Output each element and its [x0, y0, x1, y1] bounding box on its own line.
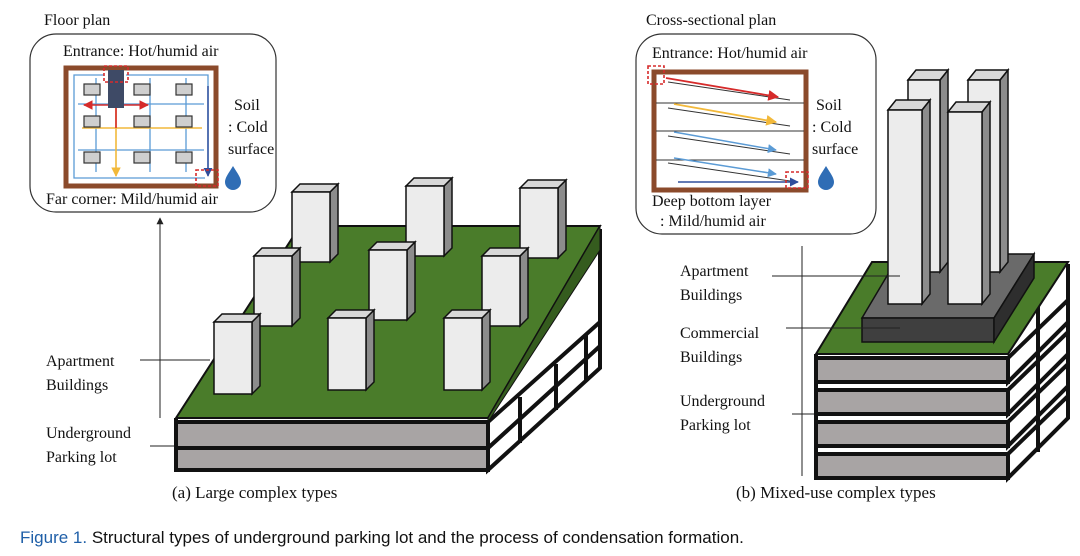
apartments-label: Apartment — [680, 263, 749, 280]
soil-label: Soil — [234, 97, 260, 114]
commercial-label: Buildings — [680, 349, 742, 366]
soil-label: : Cold — [228, 119, 268, 136]
figure-caption: Figure 1. Structural types of undergroun… — [20, 528, 744, 548]
figure-label: Figure 1. — [20, 528, 88, 547]
parking-label: Underground — [46, 425, 131, 442]
panel-b: Cross-sectional plan Entrance: Hot/humid… — [635, 12, 1070, 502]
floor-plan-inset — [29, 33, 277, 213]
apartment-building — [518, 178, 568, 260]
water-drop-icon — [818, 166, 834, 190]
apartment-building — [442, 308, 492, 392]
soil-label: Soil — [816, 97, 842, 114]
apartment-tower — [946, 99, 992, 307]
panel-a-caption: (a) Large complex types — [172, 483, 337, 502]
floor-plan-title: Floor plan — [44, 12, 110, 29]
apartment-tower — [886, 97, 932, 307]
inset-deep-layer-label: Deep bottom layer — [652, 193, 772, 210]
apartment-building — [367, 240, 417, 322]
apartment-building — [480, 246, 530, 328]
pillars — [83, 83, 193, 164]
cross-section-inset — [635, 33, 877, 235]
figure-caption-text: Structural types of underground parking … — [87, 528, 744, 547]
parking-label: Parking lot — [680, 417, 751, 434]
panel-b-caption: (b) Mixed-use complex types — [736, 483, 936, 502]
commercial-label: Commercial — [680, 325, 760, 342]
apartments-label: Buildings — [46, 377, 108, 394]
panel-a: Floor plan Entrance: Hot/humid air Far c… — [29, 12, 602, 502]
apartment-building — [212, 312, 262, 396]
apartment-building — [252, 246, 302, 328]
parking-label: Parking lot — [46, 449, 117, 466]
apartments-label: Buildings — [680, 287, 742, 304]
parking-label: Underground — [680, 393, 765, 410]
water-drop-icon — [225, 166, 241, 190]
soil-label: surface — [228, 141, 274, 158]
apartment-building — [326, 308, 376, 392]
inset-far-corner-label: Far corner: Mild/humid air — [46, 191, 219, 208]
inset-deep-layer-label: : Mild/humid air — [660, 213, 766, 230]
cross-section-title: Cross-sectional plan — [646, 12, 776, 29]
apartment-towers-b — [886, 67, 1010, 307]
entrance-ramp — [108, 70, 124, 108]
soil-label: surface — [812, 141, 858, 158]
soil-label: : Cold — [812, 119, 852, 136]
apartment-building — [290, 182, 340, 264]
apartment-buildings-a — [212, 176, 568, 396]
inset-entrance-label: Entrance: Hot/humid air — [652, 45, 808, 62]
apartments-label: Apartment — [46, 353, 115, 370]
inset-entrance-label: Entrance: Hot/humid air — [63, 43, 219, 60]
parking-structure-b — [814, 264, 1070, 483]
